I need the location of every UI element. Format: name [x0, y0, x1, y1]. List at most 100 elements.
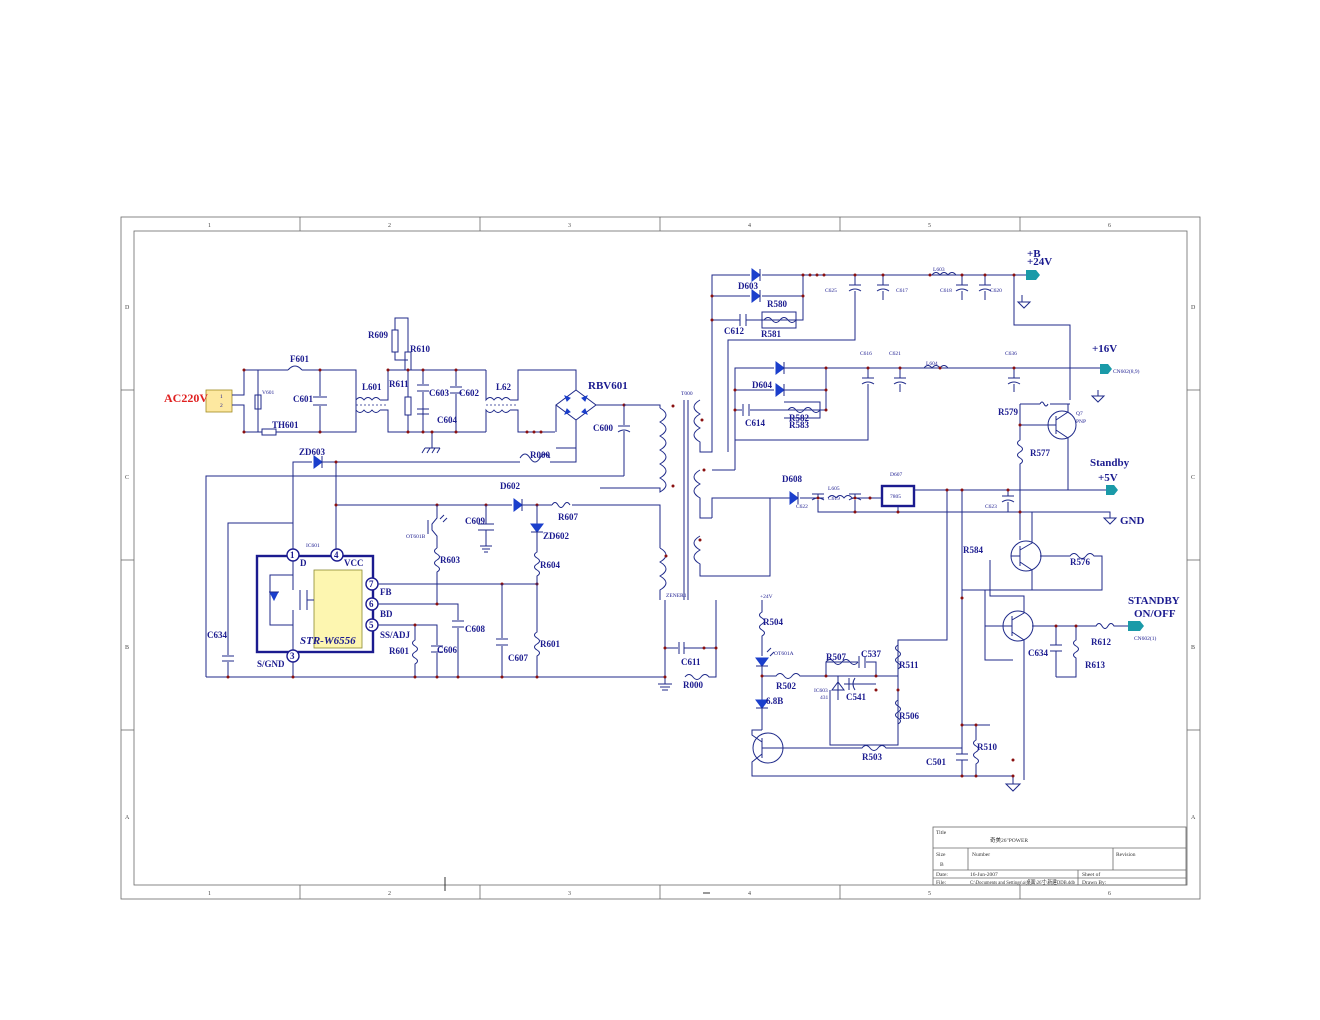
label-r603: R603	[440, 555, 460, 565]
label-c611: C611	[681, 657, 701, 667]
grid-row-right-d: D	[1191, 305, 1196, 311]
ic-pin-bd-name: BD	[380, 609, 393, 619]
label-c537: C537	[861, 649, 881, 659]
label-cn602-1: CN602(1)	[1134, 635, 1156, 642]
label-c636: C636	[1005, 351, 1017, 357]
label-r613: R613	[1085, 660, 1105, 670]
label-r604: R604	[540, 560, 560, 570]
grid-col-bottom-4: 4	[748, 891, 751, 897]
grid-col-top-1: 1	[208, 223, 211, 229]
label-ic601-part: STR-W6556	[300, 635, 356, 647]
label-l605: L605	[828, 486, 840, 492]
label-r580: R580	[767, 299, 787, 309]
label-r511: R511	[899, 660, 919, 670]
ic601-body	[313, 569, 363, 649]
grid-col-bottom-3: 3	[568, 891, 571, 897]
grid-row-left-b: B	[125, 645, 129, 651]
grid-row-right-b: B	[1191, 645, 1195, 651]
label-c623: C623	[985, 504, 997, 510]
label-r584: R584	[963, 545, 983, 555]
label-r611: R611	[389, 379, 409, 389]
label-c602: C602	[459, 388, 479, 398]
label-out-16v: +16V	[1092, 343, 1117, 355]
feedback-section: +24V R504 OT601A R502 6.8B R503 R507 C53…	[751, 594, 1022, 792]
label-th601: TH601	[272, 420, 299, 430]
grid-row-left-d: D	[125, 305, 130, 311]
grid-col-bottom-2: 2	[388, 891, 391, 897]
label-out-standby: Standby	[1090, 457, 1130, 469]
label-c634-primary: C634	[207, 630, 227, 640]
choke-l62	[485, 370, 511, 402]
output-5v-arrow	[1106, 485, 1118, 495]
label-r583: R583	[789, 420, 809, 430]
label-r579: R579	[998, 407, 1018, 417]
label-c600: C600	[593, 423, 613, 433]
secondary-16v: D604 C614 R582 R583 C616 C621 L604 C636 …	[712, 343, 1140, 540]
ic-pin-5-num: 5	[369, 620, 374, 630]
tb-title-value: 奇美26"POWER	[990, 836, 1028, 844]
label-r576: R576	[1070, 557, 1090, 567]
label-v601: V601	[262, 390, 274, 396]
label-r506: R506	[899, 711, 919, 721]
label-c625: C625	[825, 288, 837, 294]
label-l62: L62	[496, 382, 512, 392]
grid-col-bottom-1: 1	[208, 891, 211, 897]
label-zd602: ZD602	[543, 531, 570, 541]
label-c601: C601	[293, 394, 313, 404]
secondary-24v: D603 R580 C612 R581 C625 C617 L603 C618 …	[710, 248, 1071, 452]
label-c541: C541	[846, 692, 866, 702]
bridge-rbv601	[555, 389, 597, 421]
label-out-standby2: STANDBY	[1128, 595, 1180, 607]
label-r581: R581	[761, 329, 781, 339]
label-l604: L604	[926, 361, 938, 367]
label-l601: L601	[362, 382, 382, 392]
label-r577: R577	[1030, 448, 1050, 458]
label-q7: Q7	[1076, 411, 1083, 417]
label-r000-bottom: R000	[683, 680, 703, 690]
label-r507: R507	[826, 652, 846, 662]
ic-pin-7-num: 7	[369, 579, 374, 589]
label-d603: D603	[738, 281, 758, 291]
grid-col-top-2: 2	[388, 223, 391, 229]
label-c619: C619	[828, 496, 840, 502]
label-r609: R609	[368, 330, 388, 340]
grid-row-left-c: C	[125, 475, 129, 481]
label-l603: L603	[933, 267, 945, 273]
grid-row-left-a: A	[125, 815, 130, 821]
ic-pin-6-num: 6	[369, 599, 374, 609]
label-out-onoff: ON/OFF	[1134, 608, 1176, 620]
label-r601-fb: R601	[540, 639, 560, 649]
ic-pin-vcc-name: VCC	[344, 558, 364, 568]
label-t000: T000	[681, 391, 693, 397]
label-out-gnd: GND	[1120, 515, 1145, 527]
tb-number-label: Number	[972, 852, 990, 858]
label-r510: R510	[977, 742, 997, 752]
output-24v-arrow	[1026, 270, 1040, 280]
grid-col-top-4: 4	[748, 223, 751, 229]
label-r612: R612	[1091, 637, 1111, 647]
ic-pin-ss-name: SS/ADJ	[380, 630, 411, 640]
label-pnp: PNP	[1076, 419, 1086, 425]
standby-switch: R576 R612 C634 R613 STANDBY ON/OFF CN602…	[960, 512, 1180, 780]
label-f601: F601	[290, 354, 309, 364]
tb-sheet-label: Sheet of	[1082, 871, 1100, 878]
label-d608: D608	[782, 474, 802, 484]
label-c634-standby: C634	[1028, 648, 1048, 658]
transformer-t000: T000 ZENER1	[600, 298, 713, 600]
label-c604: C604	[437, 415, 457, 425]
grid-col-bottom-5: 5	[928, 891, 931, 897]
grid-col-top-6: 6	[1108, 223, 1111, 229]
tb-drawn-label: Drawn By:	[1082, 880, 1107, 886]
label-r504: R504	[763, 617, 783, 627]
grid-row-right-a: A	[1191, 815, 1196, 821]
label-7805: 7805	[890, 494, 901, 500]
label-c609: C609	[465, 516, 485, 526]
output-standby-onoff-arrow	[1128, 621, 1144, 631]
label-431: 431	[820, 695, 829, 701]
label-d607: D607	[890, 472, 902, 478]
thermistor-th601	[261, 428, 277, 436]
title-block: Title 奇美26"POWER Size B Number Revision …	[932, 826, 1187, 886]
resistor-r609	[391, 329, 399, 353]
label-c603: C603	[429, 388, 449, 398]
